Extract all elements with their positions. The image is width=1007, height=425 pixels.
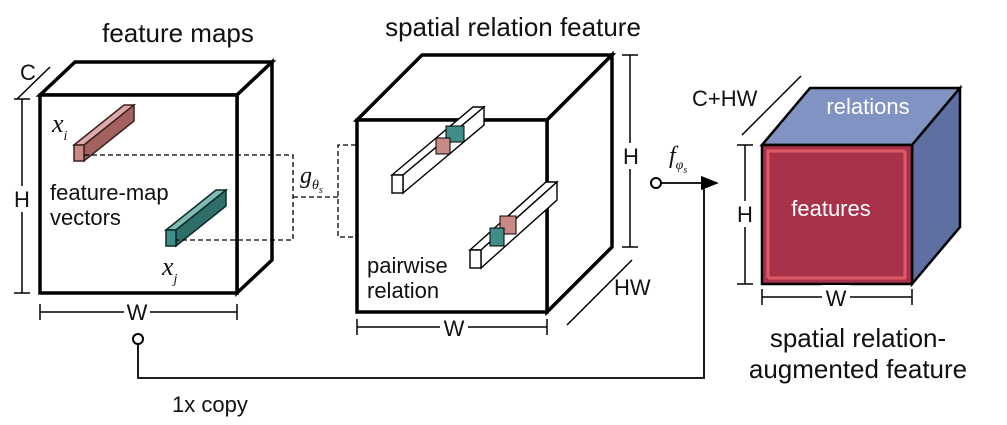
feature-maps-height-label: H: [14, 187, 30, 212]
vector-i-symbol: xi: [51, 109, 68, 144]
relation-depth-label: HW: [614, 275, 651, 300]
vector-j-symbol: xj: [161, 252, 178, 287]
feature-vector-j: [163, 188, 229, 248]
spatial-relation-title: spatial relation feature: [385, 12, 641, 42]
relation-height-label: H: [623, 144, 639, 169]
augmented-title-line1: spatial relation-: [770, 323, 946, 353]
feature-vectors-label-line2: vectors: [50, 205, 121, 230]
augmented-feature-cube: [759, 84, 963, 288]
g-theta-function: gθs: [300, 163, 323, 196]
augmented-height-label: H: [737, 202, 753, 227]
feature-vectors-label-line1: feature-map: [50, 180, 169, 205]
pairwise-label-line2: relation: [367, 278, 439, 303]
f-phi-function: fφs: [669, 143, 687, 176]
pairwise-slot-1: [390, 105, 486, 195]
copy-source-port: [132, 333, 144, 345]
augmented-width-label: W: [826, 286, 847, 311]
augmented-channel-label: C+HW: [692, 86, 758, 111]
feature-maps-title: feature maps: [102, 18, 254, 48]
features-label: features: [791, 196, 871, 221]
copy-label: 1x copy: [172, 392, 248, 417]
feature-maps-width-label: W: [127, 300, 148, 325]
augmented-title-line2: augmented feature: [749, 354, 967, 384]
relation-width-label: W: [444, 316, 465, 341]
feature-maps-channel-label: C: [20, 60, 36, 85]
pairwise-label-line1: pairwise: [367, 253, 448, 278]
pairwise-slot-2: [468, 180, 559, 270]
feature-vector-i: [71, 103, 137, 163]
relation-output-port: [650, 177, 662, 189]
feature-maps-cube: [35, 57, 277, 298]
relations-label: relations: [826, 94, 909, 119]
copy-path: [137, 183, 705, 379]
